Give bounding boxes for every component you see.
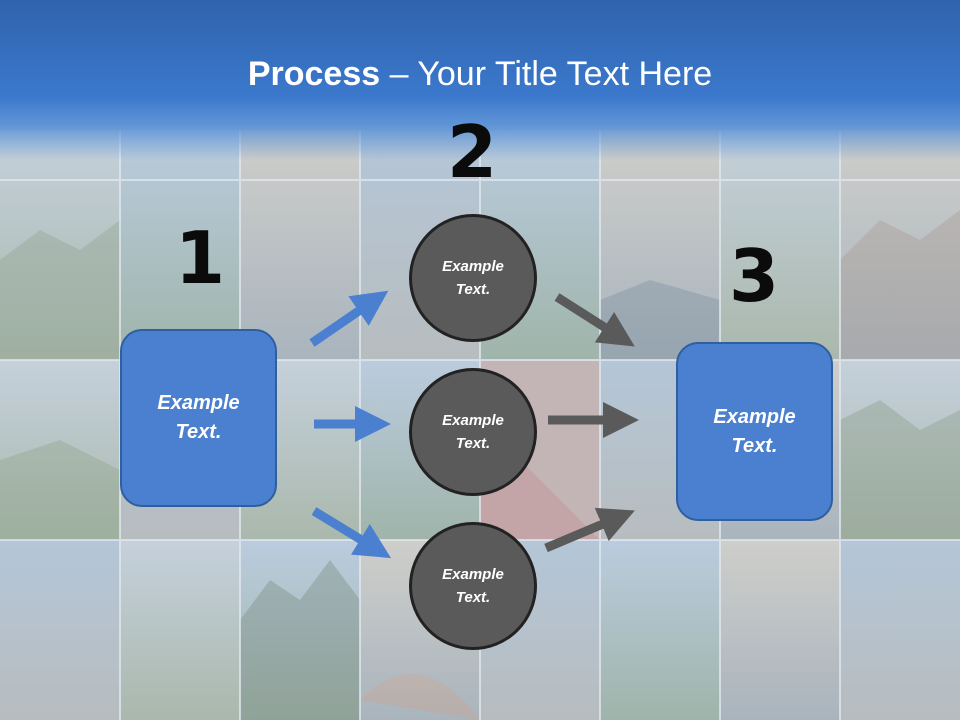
title-rest-part: – Your Title Text Here <box>380 55 713 93</box>
slide-title: Process – Your Title Text Here <box>0 52 960 96</box>
step-3-box: Example Text. <box>676 342 833 521</box>
node-circle-1-text: Example Text. <box>442 258 504 298</box>
node-circle-2-text: Example Text. <box>442 412 504 452</box>
arrow-to-node-3 <box>311 507 392 559</box>
title-banner <box>0 0 960 160</box>
step-number-1: 1 <box>174 216 226 300</box>
node-circle-2: Example Text. <box>409 368 537 496</box>
node-circle-3-text: Example Text. <box>442 566 504 606</box>
step-number-2: 2 <box>446 110 498 194</box>
node-circle-1: Example Text. <box>409 214 537 342</box>
node-circle-3: Example Text. <box>409 522 537 650</box>
step-number-3: 3 <box>728 234 780 318</box>
step-1-box: Example Text. <box>120 329 277 507</box>
arrow-from-node-1 <box>554 293 635 347</box>
arrow-to-node-1 <box>309 290 389 347</box>
step-3-box-text: Example Text. <box>713 405 796 457</box>
collage-scenery <box>0 210 960 720</box>
arrow-from-node-3 <box>544 507 635 553</box>
title-bold-part: Process <box>247 55 381 93</box>
step-1-box-text: Example Text. <box>157 392 240 443</box>
